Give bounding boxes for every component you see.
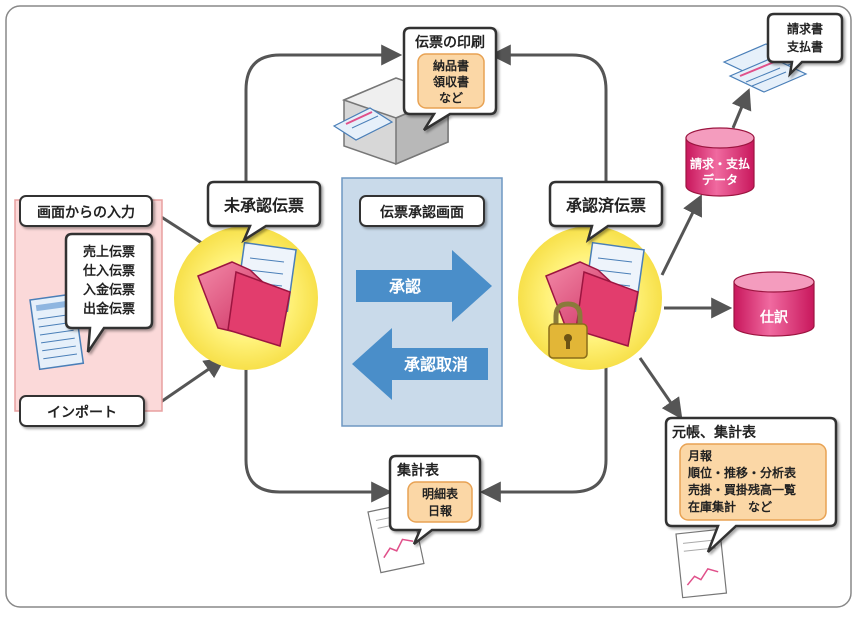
- slip-item: 出金伝票: [83, 301, 135, 317]
- approved-bubble: [548, 180, 664, 244]
- print-item: 領収書: [432, 74, 469, 89]
- line-right-to-summary: [479, 358, 608, 503]
- billing-docs-bubble: [766, 12, 844, 78]
- slip-item: 入金伝票: [83, 282, 135, 298]
- journal-label: 仕訳: [759, 309, 789, 326]
- line-import: [151, 357, 226, 410]
- ledger-item: 月報: [687, 448, 713, 463]
- ledger-items-box: [679, 443, 827, 521]
- approved-label: 承認済伝票: [566, 196, 646, 215]
- print-title: 伝票の印刷: [415, 34, 485, 51]
- billing-db-label: 請求・支払: [690, 156, 750, 171]
- screen-input-box: [19, 195, 153, 227]
- line-right-to-print: [489, 44, 608, 240]
- approval-screen-title-box: [359, 195, 485, 227]
- billing-doc-item: 請求書: [787, 21, 823, 36]
- lock-icon: [548, 301, 588, 359]
- slip-item: 売上伝票: [83, 244, 135, 260]
- billing-db-label: データ: [702, 172, 738, 187]
- slip-list-bubble: [64, 232, 154, 353]
- approve-arrow: [356, 250, 492, 322]
- import-label: インポート: [47, 404, 117, 421]
- print-item: 納品書: [433, 58, 469, 73]
- journal-database-icon: [733, 271, 815, 337]
- billing-doc-item: 支払書: [786, 39, 823, 54]
- summary-item: 日報: [428, 503, 453, 518]
- ledger-item: 順位・推移・分析表: [687, 465, 797, 480]
- import-box: [19, 395, 145, 427]
- unapproved-bubble: [206, 180, 322, 244]
- summary-title: 集計表: [396, 462, 440, 479]
- print-item: など: [439, 91, 463, 105]
- flow-lines: [151, 44, 752, 503]
- cancel-approval-label: 承認取消: [404, 355, 468, 374]
- summary-item: 明細表: [422, 486, 459, 501]
- line-to-ledger: [638, 357, 683, 420]
- slip-item: 仕入伝票: [82, 263, 135, 279]
- billing-database-icon: [685, 127, 755, 197]
- approved-folder-icon: [545, 241, 645, 347]
- line-db-to-docs: [731, 88, 752, 129]
- cancel-approval-arrow: [352, 328, 488, 400]
- ledger-item: 売掛・買掛残高一覧: [688, 482, 796, 497]
- unapproved-folder-icon: [197, 241, 297, 347]
- screen-input-label: 画面からの入力: [37, 204, 135, 221]
- line-to-print: [244, 44, 403, 240]
- approval-screen-title: 伝票承認画面: [380, 204, 464, 221]
- ledger-title: 元帳、集計表: [672, 424, 757, 441]
- unapproved-label: 未承認伝票: [223, 196, 304, 215]
- line-to-billing-db: [660, 194, 702, 276]
- print-items-box: [417, 53, 485, 109]
- approve-label: 承認: [389, 277, 421, 296]
- summary-items-box: [407, 481, 473, 523]
- ledger-item: 在庫集計 など: [688, 499, 772, 514]
- line-to-summary: [244, 358, 393, 503]
